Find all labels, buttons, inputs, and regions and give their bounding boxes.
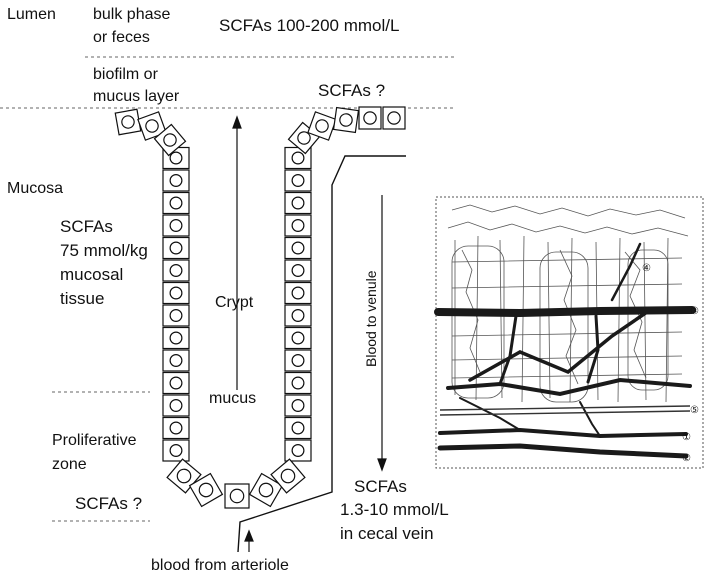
- mucus-layer-label: mucus layer: [93, 88, 180, 105]
- scfa-mucosa-line4: tissue: [60, 289, 104, 308]
- mucosa-label: Mucosa: [7, 180, 63, 197]
- vessel-5-line: [439, 405, 691, 416]
- epithelial-cell: [284, 416, 312, 440]
- epithelial-cell: [114, 108, 142, 136]
- inset-markers: ④ ③ ⑤ ① ②: [642, 263, 699, 464]
- lumen-label: Lumen: [7, 6, 56, 23]
- feces-label: or feces: [93, 29, 150, 46]
- epithelial-cell: [162, 169, 190, 192]
- marker-5: ⑤: [690, 405, 699, 416]
- epithelial-cell: [284, 191, 312, 215]
- crypt-epithelium: [114, 106, 406, 509]
- blood-to-venule-label: Blood to venule: [363, 270, 379, 367]
- biofilm-label: biofilm or: [93, 66, 159, 83]
- scfa-mucosa-line1: SCFAs: [60, 217, 113, 236]
- zone-label: zone: [52, 456, 87, 473]
- epithelial-cell: [270, 458, 306, 494]
- vascular-inset: ④ ③ ⑤ ① ②: [434, 196, 704, 469]
- scfa-vein-line3: in cecal vein: [340, 524, 434, 543]
- epithelial-cell: [284, 169, 312, 192]
- epithelial-cell: [162, 281, 190, 305]
- epithelial-cell: [284, 439, 312, 462]
- epithelial-cell: [162, 214, 190, 237]
- epithelial-cell: [284, 371, 312, 395]
- blood-from-arteriole-label: blood from arteriole: [151, 557, 289, 574]
- epithelial-cell: [284, 236, 312, 260]
- epithelial-cell: [162, 236, 190, 260]
- epithelial-cell: [358, 106, 382, 130]
- bulk-phase-label: bulk phase: [93, 6, 170, 23]
- epithelial-cell: [284, 214, 312, 237]
- epithelial-cell: [162, 371, 190, 395]
- arteriole-arrow: [244, 529, 254, 552]
- vessel-outflow: [237, 155, 406, 553]
- vessel-3: [434, 306, 696, 318]
- epithelial-cell: [162, 394, 190, 417]
- scfa-prolif-label: SCFAs ?: [75, 494, 142, 513]
- epithelial-cell: [162, 416, 190, 440]
- epithelial-cell: [162, 439, 190, 462]
- epithelial-cell: [137, 111, 167, 141]
- epithelial-cell: [307, 111, 337, 141]
- venule-arrow: [377, 195, 387, 472]
- vessel-1: [438, 427, 688, 439]
- epithelial-cell: [382, 106, 406, 130]
- scfa-vein-line2: 1.3-10 mmol/L: [340, 500, 449, 519]
- major-vessels: [434, 242, 696, 459]
- epithelial-cell: [162, 326, 190, 350]
- epithelial-cell: [224, 483, 250, 509]
- marker-3: ③: [690, 306, 699, 317]
- epithelial-cell: [284, 394, 312, 417]
- blood-vessel: [237, 155, 406, 553]
- scfa-mucosa-line2: 75 mmol/kg: [60, 241, 148, 260]
- epithelial-cell: [162, 191, 190, 215]
- epithelial-cell: [332, 106, 360, 134]
- scfa-biofilm-label: SCFAs ?: [318, 81, 385, 100]
- epithelial-cell: [284, 349, 312, 372]
- marker-2: ②: [682, 453, 691, 464]
- epithelial-cell: [284, 281, 312, 305]
- marker-4: ④: [642, 263, 651, 274]
- scfa-mucosa-line3: mucosal: [60, 265, 123, 284]
- crypt-arrow: [232, 115, 242, 390]
- epithelial-cell: [248, 472, 284, 508]
- epithelial-cell: [284, 304, 312, 327]
- scfa-vein-line1: SCFAs: [354, 477, 407, 496]
- vessel-2: [437, 443, 689, 459]
- scfa-lumen-label: SCFAs 100-200 mmol/L: [219, 16, 399, 35]
- mucus-label: mucus: [209, 390, 256, 407]
- epithelial-cell: [162, 304, 190, 327]
- proliferative-label: Proliferative: [52, 432, 137, 449]
- epithelial-cell: [153, 123, 187, 157]
- epithelial-cell: [284, 326, 312, 350]
- crypt-label: Crypt: [215, 294, 254, 311]
- epithelial-cell: [162, 349, 190, 372]
- marker-1: ①: [682, 432, 691, 443]
- epithelial-cell: [284, 259, 312, 282]
- epithelial-cell: [188, 472, 224, 508]
- epithelial-cell: [162, 259, 190, 282]
